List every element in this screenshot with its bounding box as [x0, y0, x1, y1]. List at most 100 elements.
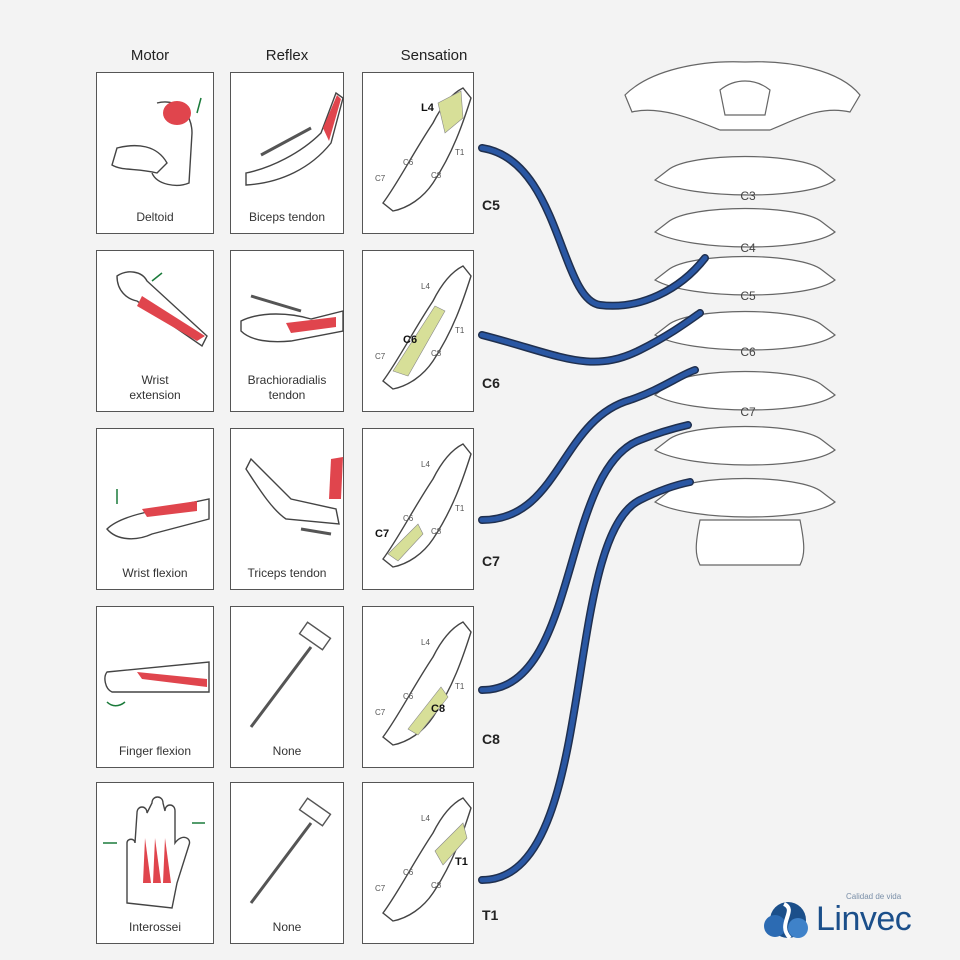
cell-caption: Interossei	[128, 920, 182, 934]
reflex-hammer-head	[298, 621, 332, 651]
reflex-cell: Brachioradialis tendon	[230, 250, 344, 412]
cell-caption: None	[272, 744, 302, 758]
logo-name: Linvec	[816, 900, 912, 938]
cell-caption: Finger flexion	[118, 744, 192, 758]
cell-illustration	[116, 271, 208, 348]
dermatome-label: T1	[455, 682, 465, 691]
cell-illustration	[245, 91, 344, 186]
motor-cell: Wrist flexion	[96, 428, 214, 590]
dermatome-label: L4	[421, 102, 435, 114]
vertebra-body	[653, 207, 836, 248]
reflex-muscle	[323, 95, 341, 141]
nerve-root	[479, 422, 691, 693]
dermatome-label: C6	[403, 158, 414, 167]
reflex-cell: None	[230, 606, 344, 768]
vertebra-label: C5	[740, 289, 756, 303]
dermatome-label: C7	[375, 528, 389, 540]
interossei-muscle	[153, 838, 161, 883]
dermatome-label: C8	[431, 527, 442, 536]
nerve-root	[479, 367, 698, 523]
cell-caption: Wrist flexion	[122, 566, 188, 580]
cell-illustration	[106, 489, 210, 540]
vertebra-label: C7	[740, 405, 756, 419]
reflex-cell: Biceps tendon	[230, 72, 344, 234]
motor-cell: Deltoid	[96, 72, 214, 234]
reflex-cell: None	[230, 782, 344, 944]
vertebra-body	[653, 370, 836, 411]
nerve-root	[479, 145, 708, 309]
cell-caption: Wrist extension	[129, 373, 181, 402]
dermatome-label: C7	[375, 174, 386, 183]
vertebra-label: C3	[740, 189, 756, 203]
dermatome-band	[387, 523, 424, 562]
dermatome-label: C6	[403, 868, 414, 877]
reflex-cell: Triceps tendon	[230, 428, 344, 590]
vertebra-label: C4	[740, 241, 756, 255]
dermatome-label: C8	[431, 349, 442, 358]
dermatome-label: T1	[455, 504, 465, 513]
vertebra-base	[695, 519, 805, 566]
cell-caption: Deltoid	[136, 210, 174, 224]
dermatome-label: C6	[403, 334, 417, 346]
dermatome-label: T1	[455, 856, 468, 868]
extensor-muscle	[137, 296, 205, 341]
nerve-level-label: T1	[482, 907, 499, 923]
cell-illustration	[103, 796, 205, 909]
flexor-muscle	[142, 501, 197, 517]
dermatome-band	[392, 305, 446, 377]
arrow-up-icon	[196, 97, 202, 114]
linvec-logo: Calidad de vida Linvec	[758, 892, 948, 948]
dermatome-label: T1	[455, 148, 465, 157]
reflex-hammer-icon	[250, 294, 302, 313]
dermatome-label: L4	[421, 460, 430, 469]
reflex-muscle	[329, 457, 343, 499]
logo-mark-icon	[764, 902, 808, 940]
cell-illustration	[240, 294, 344, 343]
dermatome-label: C7	[375, 708, 386, 717]
motor-cell: Interossei	[96, 782, 214, 944]
reflex-hammer-icon	[260, 126, 312, 157]
cell-illustration	[111, 97, 202, 186]
nerve-level-label: C5	[482, 197, 500, 213]
nerve-level-label: C8	[482, 731, 500, 747]
header-reflex: Reflex	[265, 47, 309, 64]
nerve-root	[479, 310, 703, 365]
dermatome-label: T1	[455, 326, 465, 335]
dermatome-band	[434, 822, 468, 866]
dermatome-label: L4	[421, 638, 430, 647]
dermatome-label: C6	[403, 514, 414, 523]
reflex-hammer-handle	[249, 822, 313, 904]
vertebra-body	[653, 310, 836, 351]
cell-illustration	[245, 457, 343, 536]
cell-illustration	[104, 661, 210, 707]
atlas-arch	[719, 80, 771, 116]
reflex-hammer-handle	[249, 646, 313, 728]
cell-caption: Brachioradialis tendon	[247, 373, 327, 402]
nerve-root	[479, 479, 693, 883]
interossei-muscle	[163, 838, 171, 883]
cell-caption: Biceps tendon	[248, 210, 326, 224]
dermatome-label: L4	[421, 282, 430, 291]
logo-tagline: Calidad de vida	[846, 892, 902, 901]
arrow-up-icon	[151, 272, 163, 282]
reflex-muscle	[286, 317, 336, 333]
deltoid-muscle	[163, 101, 191, 125]
dermatome-label: C8	[431, 881, 442, 890]
vertebra-label: C6	[740, 345, 756, 359]
motor-cell: Wrist extension	[96, 250, 214, 412]
dermatome-band	[437, 90, 464, 134]
vertebra-body	[653, 425, 836, 466]
vertebra-body	[653, 155, 836, 196]
dermatome-label: C8	[431, 703, 445, 715]
nerve-level-label: C6	[482, 375, 500, 391]
vertebra-body	[653, 477, 836, 518]
